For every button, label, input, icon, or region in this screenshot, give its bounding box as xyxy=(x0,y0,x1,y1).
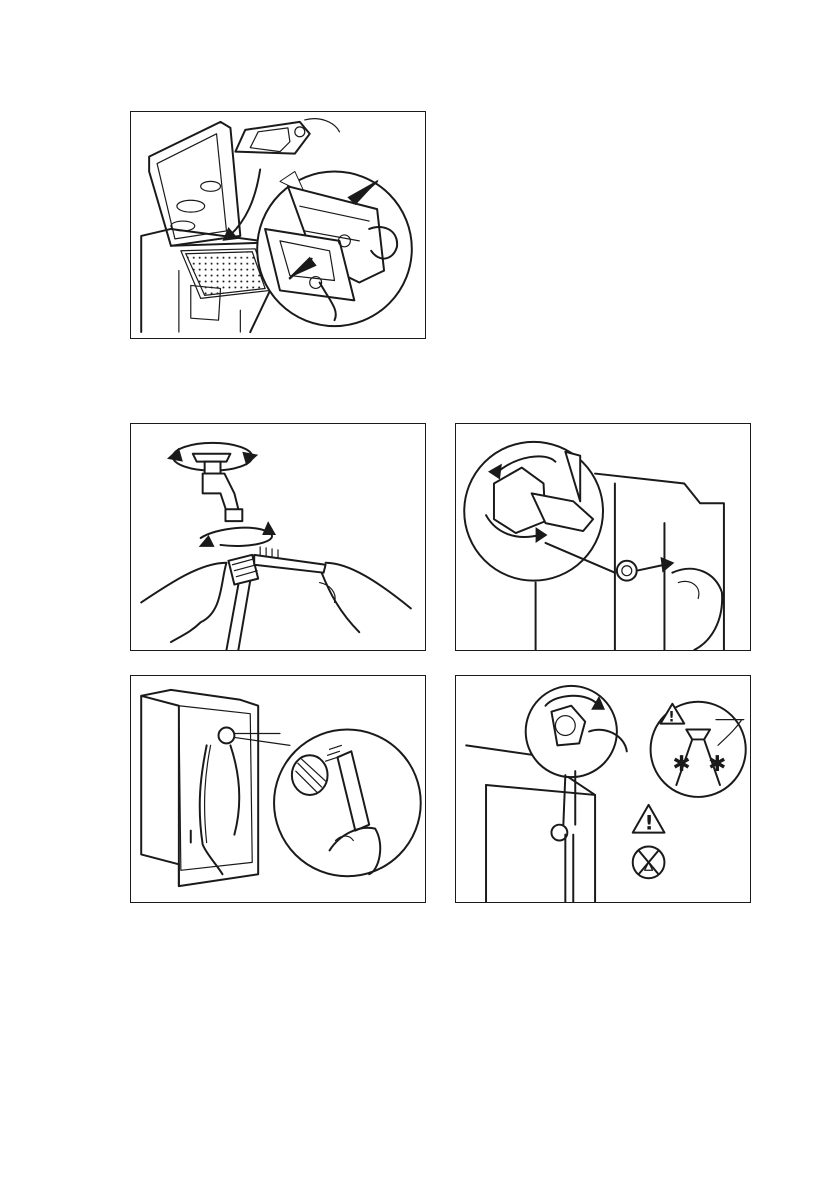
hose-unscrew-illustration xyxy=(456,424,750,650)
drum-holes xyxy=(186,252,265,296)
angle-cross-left: ✱ xyxy=(672,752,690,777)
angle-cross-right: ✱ xyxy=(708,752,726,777)
filter-drawer-illustration xyxy=(131,112,425,338)
filter-insert-icon xyxy=(235,119,339,154)
rotate-arrow-icon xyxy=(199,521,276,547)
figure-tap-cleaning xyxy=(130,423,426,651)
arrow-icon xyxy=(637,557,675,573)
tap-cleaning-illustration xyxy=(131,424,425,650)
warning-mark: ! xyxy=(645,812,654,835)
hand-icon xyxy=(672,569,722,650)
warning-triangle-icon: ! xyxy=(633,805,665,835)
toothbrush-icon xyxy=(254,547,325,573)
zoom-circle-icon xyxy=(234,730,420,877)
figure-filter-drawer xyxy=(130,111,426,339)
figure-hose-unscrew xyxy=(455,423,751,651)
zoom-circle-icon xyxy=(526,686,627,825)
rear-filter-brush-illustration xyxy=(131,676,425,902)
inlet-filter-icon xyxy=(292,755,328,795)
warning-mark-small: ! xyxy=(668,710,674,726)
figure-hose-reconnect: ✱ ✱ ! ! xyxy=(455,675,751,903)
hand-icon xyxy=(141,563,411,642)
figure-rear-filter-brush xyxy=(130,675,426,903)
zoom-circle-icon xyxy=(257,171,412,326)
washing-machine-lid-icon xyxy=(141,122,270,332)
hose-reconnect-illustration: ✱ ✱ ! ! xyxy=(456,676,750,902)
zoom-circle-icon xyxy=(464,442,615,581)
hose-connector-icon xyxy=(226,555,258,650)
water-tap-icon xyxy=(193,454,243,521)
no-leak-icon xyxy=(633,846,665,878)
machine-rear-icon xyxy=(141,690,258,886)
